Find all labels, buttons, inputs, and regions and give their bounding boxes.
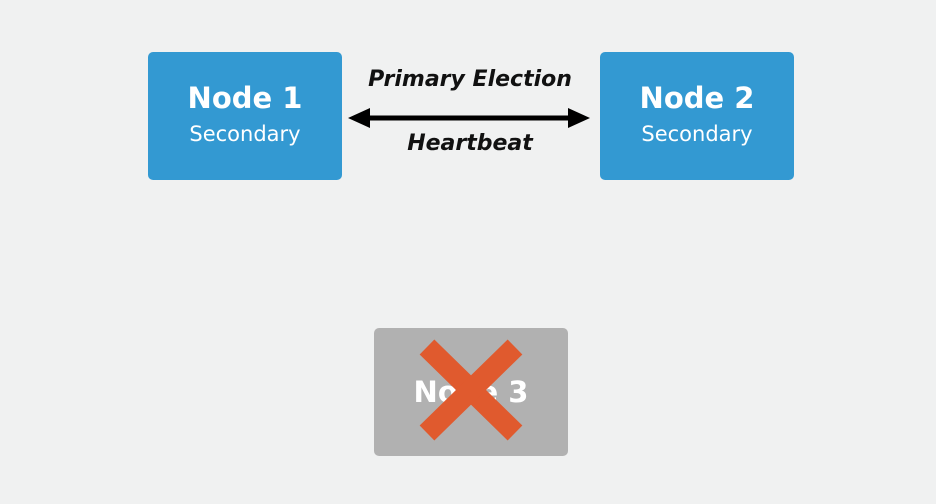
node-2-role: Secondary (641, 122, 753, 146)
heartbeat-label: Heartbeat (407, 131, 533, 156)
double-arrow-icon (348, 108, 590, 128)
node-2-box: Node 2 Secondary (600, 52, 794, 180)
arrow-head-left (348, 108, 370, 128)
cross-stroke-2 (419, 339, 523, 441)
cross-icon (419, 339, 523, 441)
node-1-name: Node 1 (187, 81, 303, 115)
primary-election-label: Primary Election (368, 67, 572, 92)
node-1-role: Secondary (189, 122, 301, 146)
arrow-head-right (568, 108, 590, 128)
node-1-box: Node 1 Secondary (148, 52, 342, 180)
node-3-box: Node 3 (374, 328, 568, 456)
node-2-name: Node 2 (639, 81, 755, 115)
